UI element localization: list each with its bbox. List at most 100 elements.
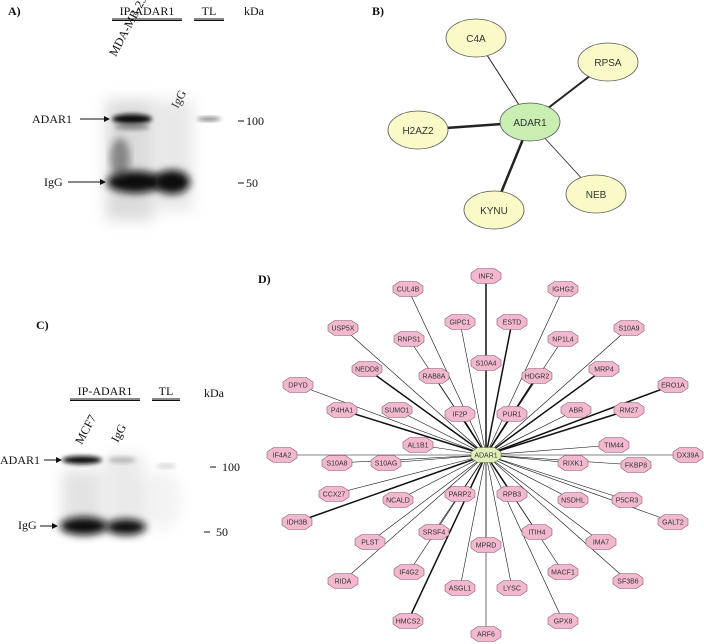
node-d-s10ag: S10AG bbox=[370, 455, 402, 471]
node-b-label: C4A bbox=[466, 34, 486, 45]
edge-d-estd bbox=[485, 321, 513, 456]
node-d-label: S10A9 bbox=[618, 326, 639, 333]
node-b-c4a: C4A bbox=[445, 18, 507, 58]
node-d-label: S10AG bbox=[375, 461, 398, 468]
panel-a-adar1-label: ADAR1 bbox=[32, 112, 73, 126]
node-d-macf1: MACF1 bbox=[547, 564, 579, 580]
panel-c-adar1-label: ADAR1 bbox=[0, 453, 41, 467]
edge-d-ncald bbox=[397, 454, 487, 501]
band-a-adar1 bbox=[112, 114, 152, 124]
band-c-igg1 bbox=[60, 517, 108, 535]
node-d-rnps1: RNPS1 bbox=[393, 331, 425, 347]
node-d-label: USP5X bbox=[332, 326, 355, 333]
node-d-label: RIDA bbox=[335, 579, 352, 586]
node-d-label: PLST bbox=[361, 540, 379, 547]
node-d-if4g2: IF4G2 bbox=[393, 564, 425, 580]
panel-a-blot bbox=[68, 18, 244, 220]
node-d-itih4: ITIH4 bbox=[521, 524, 553, 540]
node-d-gipc1: GIPC1 bbox=[444, 314, 476, 330]
panel-a-marker-100: 100 bbox=[246, 114, 264, 128]
node-d-dx39a: DX39A bbox=[672, 447, 704, 463]
node-d-rpb3: RPB3 bbox=[496, 486, 528, 502]
node-d-tim44: TIM44 bbox=[598, 437, 630, 453]
edge-d-s10ag bbox=[385, 454, 487, 464]
node-d-label: HDGR2 bbox=[525, 374, 550, 381]
node-d-galt2: GALT2 bbox=[657, 514, 689, 530]
edge-d-ccx27 bbox=[333, 454, 487, 495]
node-d-label: P4HA1 bbox=[331, 408, 353, 415]
node-d-label: P5CR3 bbox=[616, 498, 639, 505]
node-d-label: SUMO1 bbox=[385, 408, 410, 415]
band-c-adar1 bbox=[62, 456, 102, 464]
panel-c-tl-label: TL bbox=[152, 384, 180, 401]
node-d-hub: ADAR1 bbox=[470, 447, 502, 463]
node-d-nsdhl: NSDHL bbox=[557, 492, 589, 508]
panel-c-kda-label: kDa bbox=[204, 386, 224, 400]
node-d-estd: ESTD bbox=[496, 314, 528, 330]
node-d-sumo1: SUMO1 bbox=[381, 402, 413, 418]
node-b-hub-label: ADAR1 bbox=[513, 118, 547, 129]
node-d-mrp4: MRP4 bbox=[588, 361, 620, 377]
node-d-nedd8: NEDD8 bbox=[351, 361, 383, 377]
panel-a-igg-label: IgG bbox=[44, 175, 63, 189]
node-d-inf2: INF2 bbox=[470, 268, 502, 284]
edge-d-sumo1 bbox=[396, 409, 487, 456]
node-d-rab8a: RAB8A bbox=[418, 368, 450, 384]
node-d-label: NP1L4 bbox=[552, 337, 574, 344]
node-d-label: AL1B1 bbox=[407, 443, 428, 450]
node-d-label: LYSC bbox=[503, 586, 521, 593]
node-d-label: CUL4B bbox=[397, 287, 420, 294]
edge-d-tim44 bbox=[485, 444, 615, 456]
node-d-np1l4: NP1L4 bbox=[547, 331, 579, 347]
node-d-lysc: LYSC bbox=[496, 580, 528, 596]
edge-d-nsdhl bbox=[485, 454, 574, 501]
node-d-usp5x: USP5X bbox=[327, 320, 359, 336]
node-d-label: INF2 bbox=[478, 274, 493, 281]
edge-d-idh3b bbox=[296, 454, 487, 523]
edge-d-rida bbox=[342, 454, 487, 582]
node-d-s10a4: S10A4 bbox=[470, 355, 502, 371]
node-d-parp2: PARP2 bbox=[444, 486, 476, 502]
edge-d-macf1 bbox=[485, 454, 564, 573]
node-d-ccx27: CCX27 bbox=[318, 486, 350, 502]
edge-d-usp5x bbox=[342, 327, 487, 456]
panel-a-kda-label: kDa bbox=[244, 4, 264, 18]
node-b-kynu: KYNU bbox=[463, 190, 525, 230]
edge-d-lysc bbox=[485, 454, 513, 589]
node-d-label: FKBP8 bbox=[625, 463, 647, 470]
edge-d-mrp4 bbox=[485, 368, 605, 456]
edge-d-hmcs2 bbox=[407, 454, 487, 622]
node-d-p4ha1: P4HA1 bbox=[326, 402, 358, 418]
edge-d-gipc1 bbox=[459, 321, 487, 456]
node-d-ima7: IMA7 bbox=[585, 534, 617, 550]
edge-d-ima7 bbox=[485, 454, 602, 543]
edge-d-abr bbox=[485, 409, 577, 456]
node-d-label: IF4A2 bbox=[273, 453, 292, 460]
panel-c-ip-label: IP-ADAR1 bbox=[70, 384, 140, 401]
node-d-srsf4: SRSF4 bbox=[418, 524, 450, 540]
node-d-arf6: ARF6 bbox=[470, 626, 502, 642]
node-d-label: IF2P bbox=[453, 412, 468, 419]
node-d-if4a2: IF4A2 bbox=[266, 447, 298, 463]
node-d-al1b1: AL1B1 bbox=[402, 437, 434, 453]
panel-b-letter: B) bbox=[372, 4, 384, 18]
node-d-rida: RIDA bbox=[327, 573, 359, 589]
node-d-hmcs2: HMCS2 bbox=[392, 613, 424, 629]
node-d-label: HMCS2 bbox=[396, 619, 421, 626]
node-b-h2az2: H2AZ2 bbox=[387, 110, 449, 150]
node-d-label: PARP2 bbox=[449, 492, 472, 499]
node-d-label: S10A4 bbox=[475, 361, 496, 368]
node-d-label: DPYD bbox=[288, 383, 307, 390]
node-d-label: MPRD bbox=[476, 543, 497, 550]
edge-d-galt2 bbox=[485, 454, 674, 523]
node-d-plst: PLST bbox=[354, 534, 386, 550]
node-d-if2p: IF2P bbox=[444, 406, 476, 422]
edge-d-ero1a bbox=[485, 384, 674, 456]
node-d-hdgr2: HDGR2 bbox=[521, 368, 553, 384]
node-d-ighg2: IGHG2 bbox=[547, 281, 579, 297]
node-d-label: IF4G2 bbox=[399, 570, 419, 577]
node-d-label: ASGL1 bbox=[449, 586, 472, 593]
node-d-label: ARF6 bbox=[477, 632, 495, 639]
